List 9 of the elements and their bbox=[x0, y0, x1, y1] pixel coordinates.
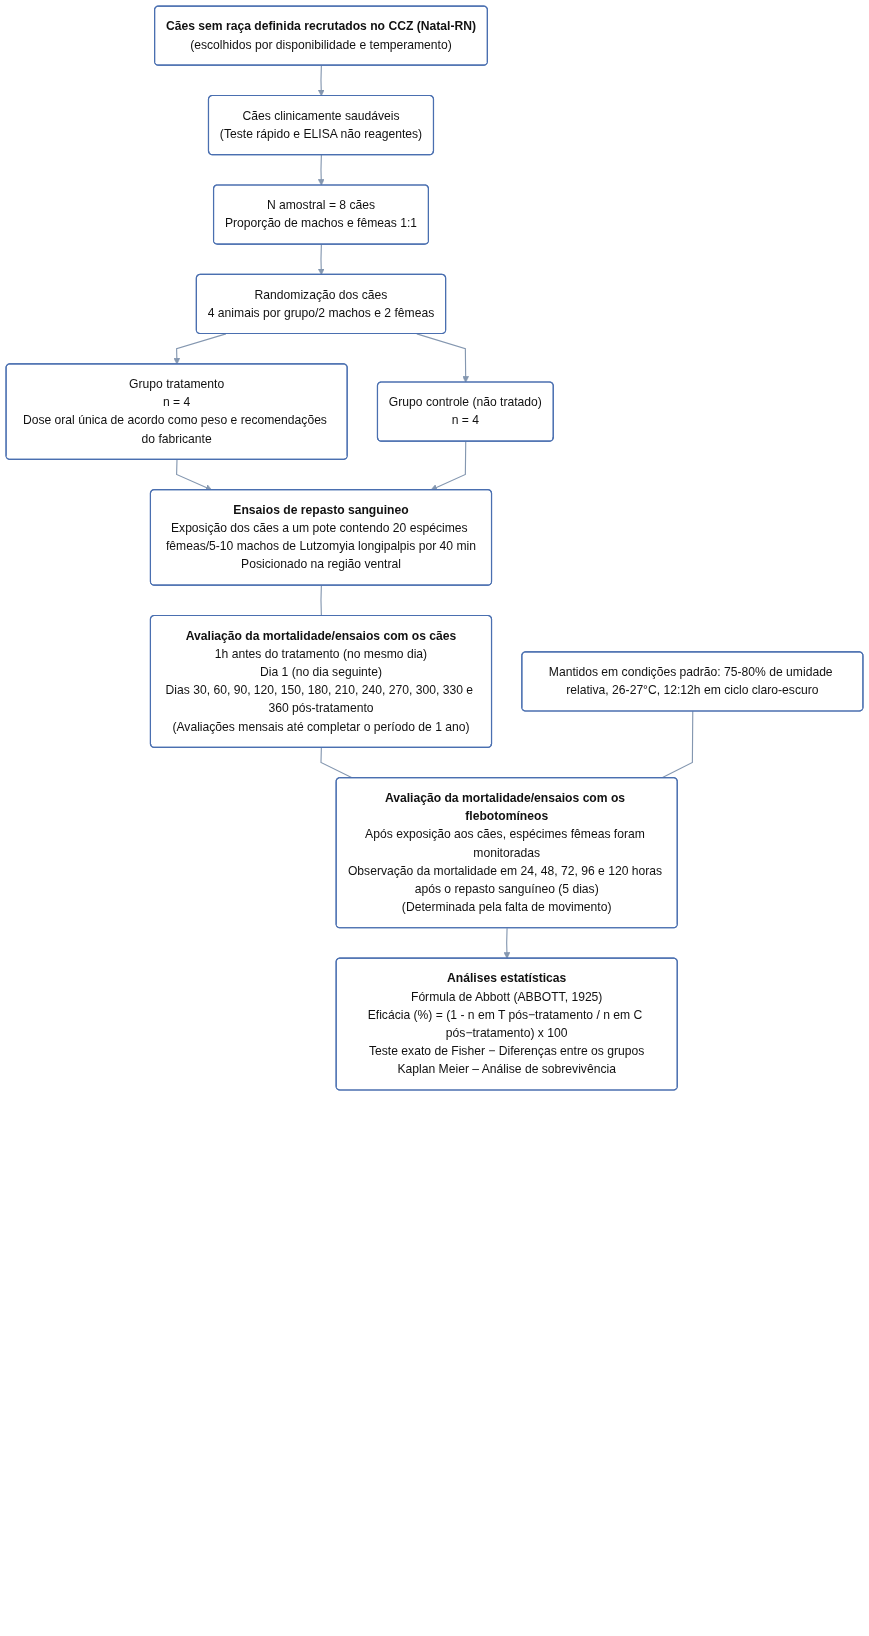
arrow bbox=[176, 459, 213, 491]
arrow bbox=[173, 333, 227, 365]
connector bbox=[320, 584, 322, 617]
arrow bbox=[416, 333, 469, 383]
arrow bbox=[503, 927, 511, 959]
arrow bbox=[317, 243, 325, 276]
arrow bbox=[317, 154, 325, 186]
arrow bbox=[430, 440, 467, 491]
arrow bbox=[317, 65, 325, 97]
